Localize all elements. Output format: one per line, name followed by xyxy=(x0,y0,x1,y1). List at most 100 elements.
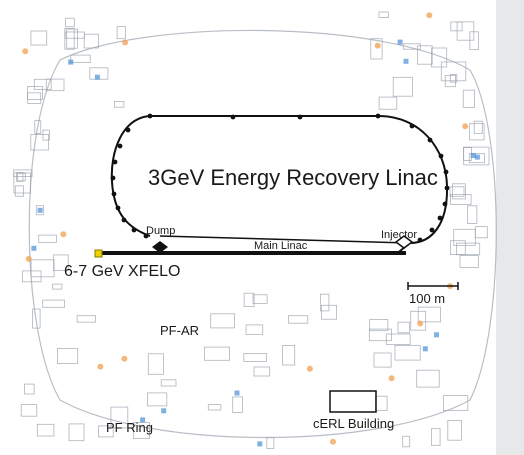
building-outline xyxy=(210,313,235,329)
beamline-dot xyxy=(125,127,131,133)
building-outline xyxy=(402,43,421,50)
facility-dot xyxy=(426,12,433,19)
dump-label: Dump xyxy=(146,225,175,237)
facility-dot xyxy=(374,42,381,49)
building-outline xyxy=(417,306,441,323)
info-marker-icon xyxy=(403,58,409,64)
building-outline xyxy=(385,333,411,345)
building-outline xyxy=(368,328,392,342)
building-outline xyxy=(442,395,469,411)
pf-ring-label: PF Ring xyxy=(106,420,153,435)
facility-dot xyxy=(462,123,469,130)
dump-marker-icon xyxy=(152,241,168,253)
building-outline xyxy=(33,78,52,91)
building-outline xyxy=(68,423,85,442)
building-outline xyxy=(370,38,383,60)
beamline-dot xyxy=(121,217,127,223)
building-outline xyxy=(452,183,466,200)
info-marker-icon xyxy=(422,346,428,352)
building-outline xyxy=(450,193,472,205)
building-outline xyxy=(203,346,230,361)
building-outline xyxy=(34,120,42,134)
building-outline xyxy=(253,366,271,377)
building-outline xyxy=(64,27,75,50)
building-outline xyxy=(447,419,462,441)
building-outline xyxy=(42,129,50,141)
building-outline xyxy=(469,123,485,141)
beamline-dot xyxy=(117,143,123,149)
beamline-dot xyxy=(112,159,118,165)
beamline-dot xyxy=(443,169,449,175)
info-marker-icon xyxy=(434,332,439,338)
facility-dot xyxy=(22,48,29,55)
injector-label: Injector xyxy=(381,229,417,241)
building-outline xyxy=(288,315,309,324)
building-outline xyxy=(64,31,85,39)
beamline-dot xyxy=(429,227,435,233)
building-outline xyxy=(114,101,125,108)
building-outline xyxy=(245,324,264,335)
erl-title: 3GeV Energy Recovery Linac xyxy=(148,165,438,190)
building-outline xyxy=(30,259,55,278)
building-outline xyxy=(373,352,392,368)
facility-dot xyxy=(388,375,395,382)
building-outline xyxy=(450,21,463,32)
building-outline xyxy=(459,255,479,268)
campus-background xyxy=(13,0,524,455)
building-outline xyxy=(431,47,448,68)
facility-dot xyxy=(25,255,32,262)
building-outline xyxy=(416,369,440,388)
building-outline xyxy=(13,172,31,194)
cerl-building-label: cERL Building xyxy=(313,416,394,431)
building-outline xyxy=(467,205,478,224)
road-strip xyxy=(496,0,524,455)
building-outline xyxy=(66,28,78,49)
info-marker-icon xyxy=(234,390,240,396)
building-outline xyxy=(21,270,42,283)
facility-dot xyxy=(306,365,313,372)
beamline-dot xyxy=(297,114,303,120)
building-outline xyxy=(243,292,255,308)
erl-inner-line xyxy=(159,235,411,244)
building-outline xyxy=(474,226,488,239)
pf-ar-label: PF-AR xyxy=(160,323,199,338)
building-outline xyxy=(378,96,398,110)
building-outline xyxy=(402,435,411,448)
facility-dot xyxy=(122,39,129,46)
beamline-dot xyxy=(444,185,450,191)
info-marker-icon xyxy=(140,417,146,423)
building-outline xyxy=(116,26,126,40)
main-linac-label: Main Linac xyxy=(254,240,308,252)
building-outline xyxy=(147,353,164,375)
info-marker-icon xyxy=(474,154,480,160)
building-outline xyxy=(266,437,275,450)
beamline-dot xyxy=(143,233,149,239)
building-outline xyxy=(14,185,25,197)
building-outline xyxy=(392,76,413,97)
building-outline xyxy=(397,321,410,334)
building-outline xyxy=(27,92,42,104)
info-marker-icon xyxy=(37,207,43,213)
building-outline xyxy=(36,423,55,437)
building-outline xyxy=(65,17,75,28)
building-outline xyxy=(32,308,41,329)
building-outline xyxy=(243,353,267,362)
building-outline xyxy=(53,254,69,271)
building-outline xyxy=(42,299,65,308)
building-outline xyxy=(30,30,48,46)
building-outline xyxy=(282,345,296,366)
building-outline xyxy=(449,74,458,83)
building-outline xyxy=(52,283,63,290)
injector-marker-icon xyxy=(394,235,414,249)
beamline-dots xyxy=(110,113,450,243)
facility-dot xyxy=(417,320,424,327)
erl-west-arc xyxy=(110,115,151,237)
beamline-dot xyxy=(111,191,117,197)
beamline-dot xyxy=(115,205,121,211)
facility-dot xyxy=(330,438,336,445)
building-outline xyxy=(20,404,38,417)
building-outline xyxy=(394,344,421,361)
building-outline xyxy=(468,153,485,164)
xfelo-marker-icon xyxy=(94,249,103,258)
